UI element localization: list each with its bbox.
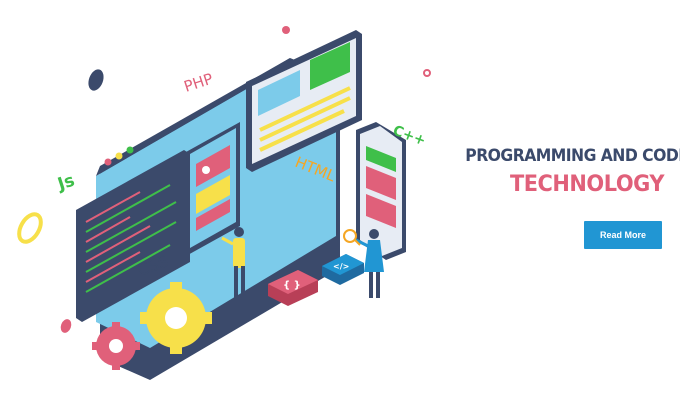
smartphone-pink-block xyxy=(366,166,396,200)
profile-card-block-yellow xyxy=(196,175,230,214)
code-braces-icon: { } xyxy=(268,270,318,306)
decorative-ring xyxy=(17,212,43,244)
decorative-blob xyxy=(88,69,104,91)
hero-subheadline: TECHNOLOGY xyxy=(509,172,665,197)
read-more-button[interactable]: Read More xyxy=(584,221,662,249)
decorative-dot xyxy=(282,26,290,34)
code-panel-green-block xyxy=(310,42,350,90)
window-dot-red xyxy=(104,158,112,166)
window-titlebar xyxy=(96,58,290,176)
magnifier-icon xyxy=(343,229,361,246)
developer-figure xyxy=(221,227,245,298)
smartphone-green-block xyxy=(366,146,396,172)
decorative-ring-small xyxy=(423,69,431,77)
code-editor-lines xyxy=(85,184,177,293)
profile-card-block-pink xyxy=(196,199,230,231)
svg-text:{ }: { } xyxy=(283,280,301,291)
window-dot-green xyxy=(126,146,134,154)
window-dot-yellow xyxy=(115,152,123,160)
hero-copy: PROGRAMMING AND CODING TECHNOLOGY xyxy=(448,146,680,197)
code-tag-icon: </> xyxy=(322,254,364,285)
code-panel-blue-block xyxy=(258,70,300,116)
php-label: PHP xyxy=(182,70,215,96)
avatar-icon xyxy=(202,166,210,174)
js-label: Js xyxy=(54,171,77,195)
coding-illustration: PHP Js HTML C++ CSS xyxy=(17,26,431,380)
smartphone-pink-block-2 xyxy=(366,194,396,228)
decorative-dot-pink xyxy=(60,319,72,333)
profile-card-header xyxy=(196,145,230,187)
code-panel-lines xyxy=(259,86,351,152)
gear-icon xyxy=(92,322,140,370)
svg-text:</>: </> xyxy=(333,262,349,271)
gear-icon xyxy=(140,282,212,354)
tester-figure xyxy=(355,229,384,298)
hero-headline: PROGRAMMING AND CODING xyxy=(465,146,680,166)
